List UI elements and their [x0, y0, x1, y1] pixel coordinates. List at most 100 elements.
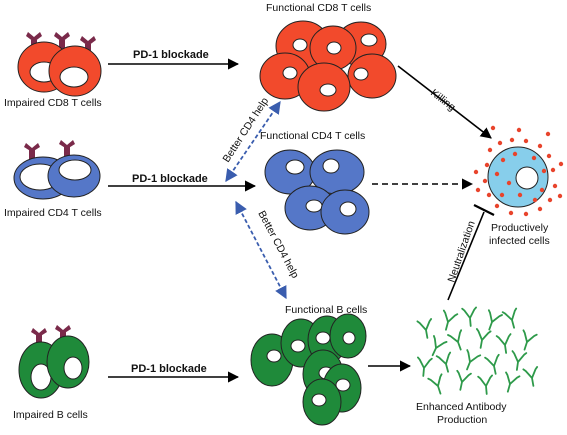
functional-cd8-cell	[347, 53, 397, 99]
virion-dot	[484, 162, 490, 168]
virion-dot	[545, 131, 551, 137]
impaired-b-nucleus	[63, 356, 83, 380]
virion-dot	[494, 171, 500, 177]
antibody-icon	[427, 373, 443, 395]
antibody-icon	[511, 350, 528, 371]
virion-dot	[509, 137, 515, 143]
functional-cd8-nucleus	[360, 33, 378, 47]
antibody-icon	[505, 371, 521, 393]
functional-cd4-cell-group	[264, 149, 370, 235]
impaired-b-cell-group	[18, 325, 90, 399]
functional-b-nucleus	[311, 393, 327, 407]
virion-dot	[475, 187, 481, 193]
functional-cd8-nucleus	[353, 67, 369, 81]
virion-dot	[557, 193, 563, 199]
impaired-cd4-label: Impaired CD4 T cells	[4, 207, 102, 219]
productively-label-line1: Productively	[491, 222, 549, 234]
pd1-blockade-label-top: PD-1 blockade	[133, 49, 209, 61]
functional-b-nucleus	[335, 378, 351, 392]
functional-b-label: Functional B cells	[285, 304, 367, 316]
virion-dot	[537, 143, 543, 149]
antibody-icon	[416, 318, 433, 339]
virion-particles	[473, 125, 564, 217]
antibody-icon	[461, 306, 478, 327]
antibody-cluster	[416, 306, 539, 395]
virion-dot	[497, 140, 503, 146]
virion-dot	[516, 127, 522, 133]
functional-cd8-nucleus	[282, 66, 298, 80]
virion-dot	[532, 197, 538, 203]
pd1-blockade-label-middle: PD-1 blockade	[132, 173, 208, 185]
virion-dot	[494, 203, 500, 209]
pd1-receptor-icon	[59, 140, 75, 158]
virion-dot	[541, 168, 547, 174]
impaired-cd8-label: Impaired CD8 T cells	[4, 97, 102, 109]
impaired-cd4-nucleus	[58, 159, 92, 181]
virion-dot	[512, 151, 518, 157]
antibody-icon	[442, 309, 459, 331]
functional-b-nucleus	[342, 331, 356, 345]
antibody-icon	[484, 353, 500, 375]
enhanced-antibody-label-line1: Enhanced Antibody	[416, 401, 507, 413]
pd1-receptor-icon	[54, 32, 70, 50]
functional-cd4-label: Functional CD4 T cells	[260, 130, 365, 142]
better-cd4-help-arrow-bottom	[235, 200, 287, 300]
functional-cd8-nucleus	[326, 41, 342, 55]
functional-cd4-nucleus	[305, 199, 323, 213]
functional-cd8-nucleus	[292, 38, 308, 52]
antibody-icon	[522, 329, 538, 351]
antibody-icon	[416, 356, 433, 377]
virion-dot	[547, 197, 553, 203]
antibody-icon	[456, 369, 472, 391]
enhanced-antibody-label-line2: Production	[437, 414, 487, 426]
pd1-receptor-icon	[24, 143, 40, 160]
virion-dot	[500, 157, 506, 163]
virion-dot	[506, 180, 512, 186]
antibody-icon	[501, 307, 518, 329]
virion-dot	[486, 192, 492, 198]
virion-dot	[490, 125, 496, 131]
better-cd4-help-arrow-top	[225, 100, 281, 183]
pd1-blockade-label-bottom: PD-1 blockade	[131, 363, 207, 375]
antibody-icon	[447, 329, 463, 351]
virion-dot	[523, 138, 529, 144]
virion-dot	[499, 192, 505, 198]
antibody-icon	[431, 335, 448, 357]
functional-b-nucleus	[290, 339, 306, 353]
functional-b-nucleus	[315, 331, 331, 345]
neutralization-bar	[473, 204, 495, 216]
pd1-receptor-icon	[31, 328, 47, 345]
antibody-icon	[475, 328, 492, 349]
functional-cd4-nucleus	[285, 159, 305, 175]
functional-b-cell-group	[250, 313, 367, 426]
productively-label-line2: infected cells	[489, 235, 550, 247]
virion-dot	[473, 169, 479, 175]
functional-cd4-nucleus	[339, 201, 357, 217]
functional-cd8-label: Functional CD8 T cells	[266, 2, 371, 14]
functional-cd8-cell-group	[259, 20, 397, 112]
neutralization-label: Neutralization	[445, 219, 477, 284]
virion-dot	[537, 206, 543, 212]
virion-dot	[508, 210, 514, 216]
virion-dot	[552, 183, 558, 189]
functional-cd8-nucleus	[319, 83, 337, 97]
virion-dot	[558, 161, 564, 167]
impaired-b-label: Impaired B cells	[13, 409, 88, 421]
virion-dot	[546, 153, 552, 159]
antibody-icon	[487, 309, 503, 331]
antibody-icon	[466, 349, 482, 371]
killing-arrow	[397, 65, 492, 139]
infected-cell-nucleus	[515, 166, 539, 190]
virion-dot	[517, 192, 523, 198]
antibody-icon	[435, 351, 452, 373]
impaired-cd8-cell-group	[17, 32, 102, 97]
antibody-icon	[477, 374, 494, 395]
virion-dot	[550, 167, 556, 173]
virion-dot	[482, 178, 488, 184]
virion-dot	[487, 147, 493, 153]
virion-dot	[523, 211, 529, 217]
impaired-cd4-cell-group	[13, 140, 101, 200]
neutralization-line	[447, 211, 485, 301]
virion-dot	[531, 155, 537, 161]
